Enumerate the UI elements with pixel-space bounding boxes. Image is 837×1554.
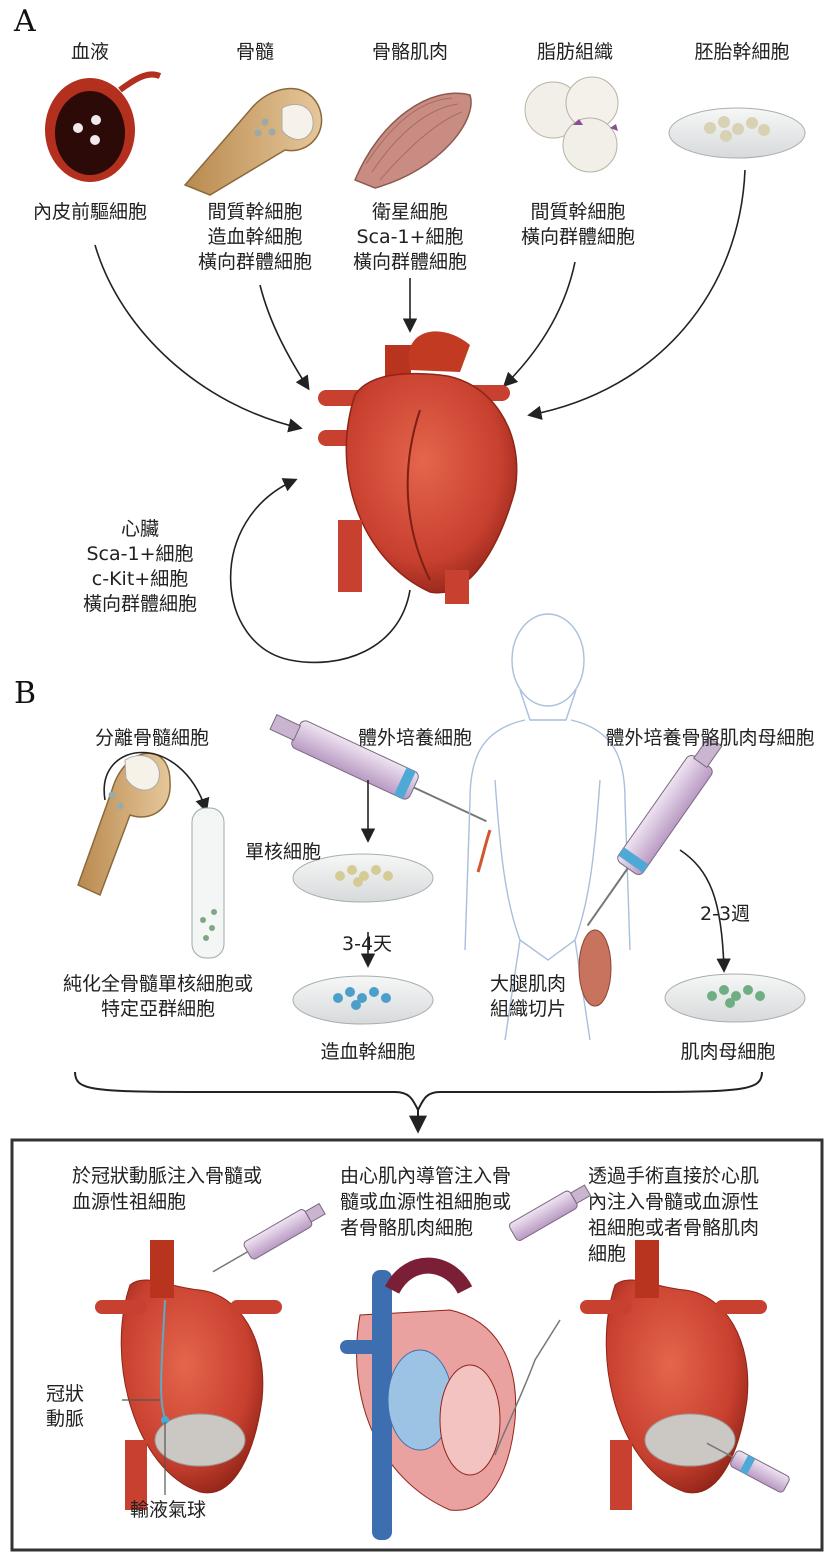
- delivery-line: 髓或血源性祖細胞或: [340, 1189, 511, 1215]
- cells-skeletal-muscle: 衛星細胞 Sca-1+細胞 橫向群體細胞: [353, 200, 467, 275]
- panel-label-b: B: [14, 676, 36, 711]
- cell-type: Sca-1+細胞: [353, 225, 467, 250]
- cell-type: 間質幹細胞: [198, 200, 312, 225]
- coronary-line: 動脈: [46, 1407, 84, 1432]
- culture-myoblast-label: 體外培養骨骼肌肉母細胞: [605, 726, 814, 751]
- cell-type: 橫向群體細胞: [521, 225, 635, 250]
- culture-cells-label: 體外培養細胞: [358, 726, 472, 751]
- bone-marrow-isolation-icon: [78, 753, 170, 895]
- delivery-line: 由心肌內導管注入骨: [340, 1163, 511, 1189]
- coronary-artery-label: 冠狀 動脈: [46, 1382, 84, 1432]
- heart-illustration-a: [318, 331, 517, 604]
- source-blood: 血液: [71, 40, 109, 65]
- heart-resident-cells: 心臟 Sca-1+細胞 c-Kit+細胞 橫向群體細胞: [83, 517, 197, 617]
- hsc-label: 造血幹細胞: [320, 1040, 415, 1065]
- cell-type: Sca-1+細胞: [83, 542, 197, 567]
- myoblast-label: 肌肉母細胞: [680, 1040, 775, 1065]
- embryonic-stem-cell-dish-icon: [669, 108, 805, 158]
- cells-bone-marrow: 間質幹細胞 造血幹細胞 橫向群體細胞: [198, 200, 312, 275]
- delivery-line: 透過手術直接於心肌: [588, 1163, 759, 1189]
- coronary-line: 冠狀: [46, 1382, 84, 1407]
- cell-type: 橫向群體細胞: [198, 250, 312, 275]
- delivery-line: 血源性祖細胞: [72, 1189, 262, 1215]
- blood-vessel-icon: [45, 74, 160, 182]
- thigh-biopsy-label: 大腿肌肉 組織切片: [490, 972, 566, 1022]
- cell-type: 橫向群體細胞: [83, 592, 197, 617]
- delivery-line: 者骨骼肌肉細胞: [340, 1215, 511, 1241]
- delivery-catheter-text: 由心肌內導管注入骨 髓或血源性祖細胞或 者骨骼肌肉細胞: [340, 1163, 511, 1241]
- weeks-label: 2-3週: [700, 902, 750, 927]
- mononuclear-label: 單核細胞: [245, 840, 321, 865]
- cell-type: 橫向群體細胞: [353, 250, 467, 275]
- heart-coronary-injection: [95, 1240, 282, 1510]
- delivery-coronary-text: 於冠狀動脈注入骨髓或 血源性祖細胞: [72, 1163, 262, 1215]
- cell-type: 間質幹細胞: [521, 200, 635, 225]
- heart-cross-section-catheter: [340, 1266, 560, 1540]
- source-bone-marrow: 骨髓: [236, 40, 274, 65]
- test-tube-icon: [192, 808, 224, 958]
- cells-blood: 內皮前驅細胞: [33, 200, 147, 225]
- myoblast-dish-icon: [665, 974, 805, 1022]
- infusion-balloon-label: 輸液氣球: [130, 1498, 206, 1523]
- panel-label-a: A: [14, 4, 36, 39]
- source-embryonic: 胚胎幹細胞: [694, 40, 789, 65]
- cells-adipose: 間質幹細胞 橫向群體細胞: [521, 200, 635, 250]
- thigh-line: 大腿肌肉: [490, 972, 566, 997]
- delivery-line: 祖細胞或者骨骼肌肉: [588, 1215, 759, 1241]
- syringe-catheter-icon: [508, 1182, 592, 1242]
- delivery-line: 內注入骨髓或血源性: [588, 1189, 759, 1215]
- cell-type: 內皮前驅細胞: [33, 200, 147, 225]
- cell-type: c-Kit+細胞: [83, 567, 197, 592]
- thigh-line: 組織切片: [490, 997, 566, 1022]
- thigh-muscle-biopsy-icon: [579, 930, 611, 1006]
- purify-label: 純化全骨髓單核細胞或 特定亞群細胞: [63, 972, 253, 1022]
- skeletal-muscle-icon: [355, 93, 471, 188]
- cell-type: 心臟: [83, 517, 197, 542]
- injection-site-icon: [478, 830, 490, 872]
- cell-type: 造血幹細胞: [198, 225, 312, 250]
- delivery-line: 細胞: [588, 1241, 759, 1267]
- source-skeletal-muscle: 骨骼肌肉: [372, 40, 448, 65]
- cell-type: 衛星細胞: [353, 200, 467, 225]
- days-label: 3-4天: [342, 932, 392, 957]
- grouping-brace: [75, 1072, 762, 1110]
- bone-marrow-icon: [185, 89, 322, 195]
- purify-line: 純化全骨髓單核細胞或: [63, 972, 253, 997]
- delivery-line: 於冠狀動脈注入骨髓或: [72, 1163, 262, 1189]
- delivery-surgical-text: 透過手術直接於心肌 內注入骨髓或血源性 祖細胞或者骨骼肌肉 細胞: [588, 1163, 759, 1267]
- isolate-label: 分離骨髓細胞: [95, 726, 209, 751]
- source-adipose: 脂肪組織: [537, 40, 613, 65]
- adipose-tissue-icon: [525, 77, 618, 172]
- purify-line: 特定亞群細胞: [63, 997, 253, 1022]
- hsc-dish-icon: [293, 976, 433, 1024]
